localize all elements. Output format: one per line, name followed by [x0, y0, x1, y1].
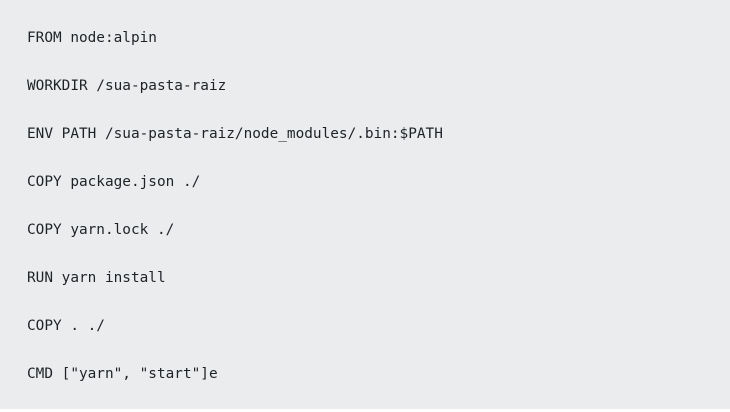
code-line-run: RUN yarn install — [27, 270, 166, 286]
code-line-copy-package: COPY package.json ./ — [27, 174, 201, 190]
code-line-cmd: CMD ["yarn", "start"]e — [27, 366, 218, 382]
code-line-from: FROM node:alpin — [27, 30, 157, 46]
code-line-workdir: WORKDIR /sua-pasta-raiz — [27, 78, 227, 94]
code-line-copy-all: COPY . ./ — [27, 318, 105, 334]
code-line-copy-yarn-lock: COPY yarn.lock ./ — [27, 222, 175, 238]
code-line-env: ENV PATH /sua-pasta-raiz/node_modules/.b… — [27, 126, 443, 142]
